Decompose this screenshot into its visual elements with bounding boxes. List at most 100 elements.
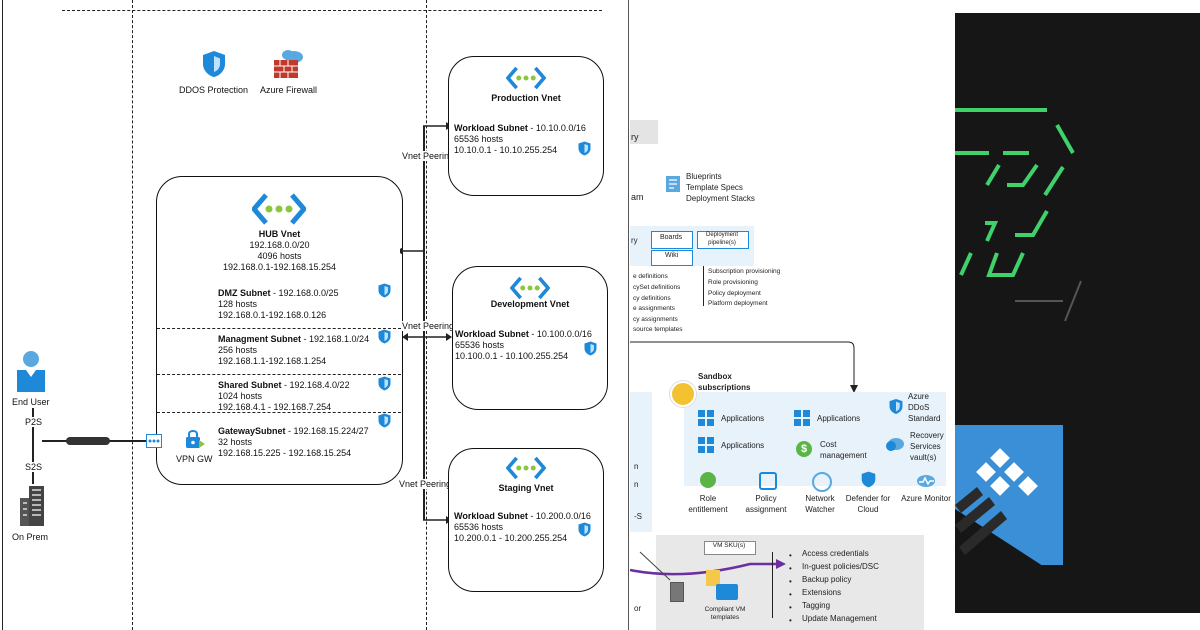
cut-fragment: -S	[634, 512, 642, 521]
subnet-divider	[157, 328, 401, 329]
vm-sku-box	[704, 541, 756, 555]
wiki-label: Wiki	[665, 252, 679, 259]
end-user-icon	[17, 351, 45, 392]
user-onprem-line	[32, 408, 34, 484]
nsg-shield-icon	[584, 341, 597, 356]
subnet-divider	[157, 374, 401, 375]
cut-fragment: n	[634, 462, 639, 471]
pipeline-item: Platform deployment	[708, 300, 768, 307]
definition-item: e assignments	[633, 305, 675, 312]
flow-arrow	[630, 341, 858, 393]
sandbox-title: Sandbox subscriptions	[698, 372, 751, 392]
subnet-hosts: 128 hosts	[218, 299, 258, 309]
spoke-title: Development Vnet	[490, 299, 570, 309]
subnet-range: 192.168.15.225 - 192.168.15.254	[218, 448, 352, 458]
vpn-gateway-icon	[186, 430, 205, 448]
azure-firewall-label: Azure Firewall	[260, 85, 318, 95]
spoke-subnet-name: Workload Subnet	[454, 511, 528, 521]
hub-vnet-icon	[252, 193, 306, 225]
pipeline-item: Subscription provisioning	[708, 268, 781, 275]
boards-box	[651, 231, 693, 249]
subnet-title: GatewaySubnet - 192.168.15.224/27	[218, 426, 369, 436]
subnet-addr: - 192.168.0.0/25	[270, 288, 339, 298]
applications-label: Applications	[721, 414, 765, 423]
nsg-shield-icon	[378, 283, 391, 298]
bullet-bracket	[772, 552, 773, 618]
cut-fragment: n	[634, 480, 639, 489]
spoke-subnet-title: Workload Subnet - 10.200.0.0/16	[454, 511, 591, 521]
bullet-item: Update Management	[802, 614, 877, 623]
monitor-vm-icon	[716, 584, 738, 600]
policy-assignment-icon	[759, 472, 777, 490]
vnet-icon	[510, 276, 550, 300]
bullet-item: In-guest policies/DSC	[802, 562, 879, 571]
subnet-addr: - 192.168.1.0/24	[301, 334, 370, 344]
dark-graphic-panel	[955, 13, 1200, 613]
sandbox-panel	[684, 392, 946, 486]
tunnel-pipe	[66, 437, 110, 445]
subnet-hosts: 256 hosts	[218, 345, 258, 355]
staging-vnet-box: Staging Vnet Workload Subnet - 10.200.0.…	[448, 448, 604, 592]
applications-label: Applications	[817, 414, 861, 423]
role-entitlement-icon	[700, 472, 716, 488]
spoke-subnet-title: Workload Subnet - 10.100.0.0/16	[455, 329, 592, 339]
spoke-subnet-addr: - 10.200.0.0/16	[527, 511, 591, 521]
spoke-range: 10.10.0.1 - 10.10.255.254	[454, 145, 558, 155]
hub-vnet-box: HUB Vnet 192.168.0.0/20 4096 hosts 192.1…	[156, 176, 403, 485]
left-panel-strip	[630, 392, 652, 532]
applications-grid-icon	[698, 410, 714, 426]
hub-range: 192.168.0.1-192.168.15.254	[222, 262, 337, 272]
defender-label: Defender for Cloud	[845, 494, 891, 514]
spoke-subnet-name: Workload Subnet	[455, 329, 529, 339]
pipeline-bracket	[703, 266, 704, 306]
subnet-range: 192.168.0.1-192.168.0.126	[218, 310, 327, 320]
template-specs-label: Template Specs	[686, 183, 743, 192]
production-vnet-box: Production Vnet Workload Subnet - 10.10.…	[448, 56, 604, 196]
definition-item: cy assignments	[633, 316, 678, 323]
ddos-standard-label: Azure DDoS Standard	[908, 392, 941, 423]
hub-spoke-boundary	[426, 0, 427, 630]
bullet-item: Extensions	[802, 588, 842, 597]
subnet-name: Managment Subnet	[218, 334, 302, 344]
applications-label: Applications	[721, 441, 765, 450]
deployment-stacks-label: Deployment Stacks	[686, 194, 755, 203]
subnet-title: DMZ Subnet - 192.168.0.0/25	[218, 288, 339, 298]
on-prem-building-icon	[20, 486, 44, 526]
diagram-right-edge	[628, 0, 629, 630]
vpn-gw-label: VPN GW	[176, 454, 213, 464]
vm-sku-label: VM SKU(s)	[712, 542, 746, 549]
ddos-protection-label: DDOS Protection	[179, 85, 249, 95]
pipeline-item: Role provisioning	[708, 279, 758, 286]
cost-management-icon: $	[796, 441, 812, 457]
peering-label-prod: Vnet Peering	[402, 151, 455, 161]
p2s-label: P2S	[25, 417, 43, 427]
logo-tiles-icon	[955, 448, 1038, 555]
spoke-subnet-name: Workload Subnet	[454, 123, 528, 133]
left-frame	[2, 0, 3, 630]
bullet-item: Backup policy	[802, 575, 852, 584]
pipeline-box	[697, 231, 749, 249]
server-icon	[670, 582, 684, 602]
pipeline-item: Policy deployment	[708, 290, 761, 297]
compliant-vm-label: Compliant VM templates	[704, 606, 746, 621]
wiki-box	[651, 250, 693, 266]
bullet-item: Access credentials	[802, 549, 869, 558]
subnet-range: 192.168.1.1-192.168.1.254	[218, 356, 327, 366]
cost-management-label: Cost management	[820, 440, 867, 460]
nsg-shield-icon	[378, 413, 391, 428]
end-user-label: End User	[12, 397, 50, 407]
role-entitlement-label: Role entitlement	[688, 494, 728, 514]
spoke-subnet-addr: - 10.100.0.0/16	[528, 329, 592, 339]
bullet-item: Tagging	[802, 601, 831, 610]
fragment-ry-2: ry	[631, 236, 638, 245]
fragment-am: am	[631, 192, 644, 202]
vm-panel	[656, 535, 924, 630]
vnet-icon	[506, 66, 546, 90]
sandbox-key-icon	[670, 381, 696, 407]
spoke-title: Production Vnet	[491, 93, 561, 103]
subnet-addr: - 192.168.15.224/27	[285, 426, 369, 436]
onprem-boundary	[132, 0, 133, 630]
defender-icon	[861, 471, 876, 488]
subnet-divider	[157, 412, 401, 413]
hub-addr: 192.168.0.0/20	[249, 240, 310, 250]
